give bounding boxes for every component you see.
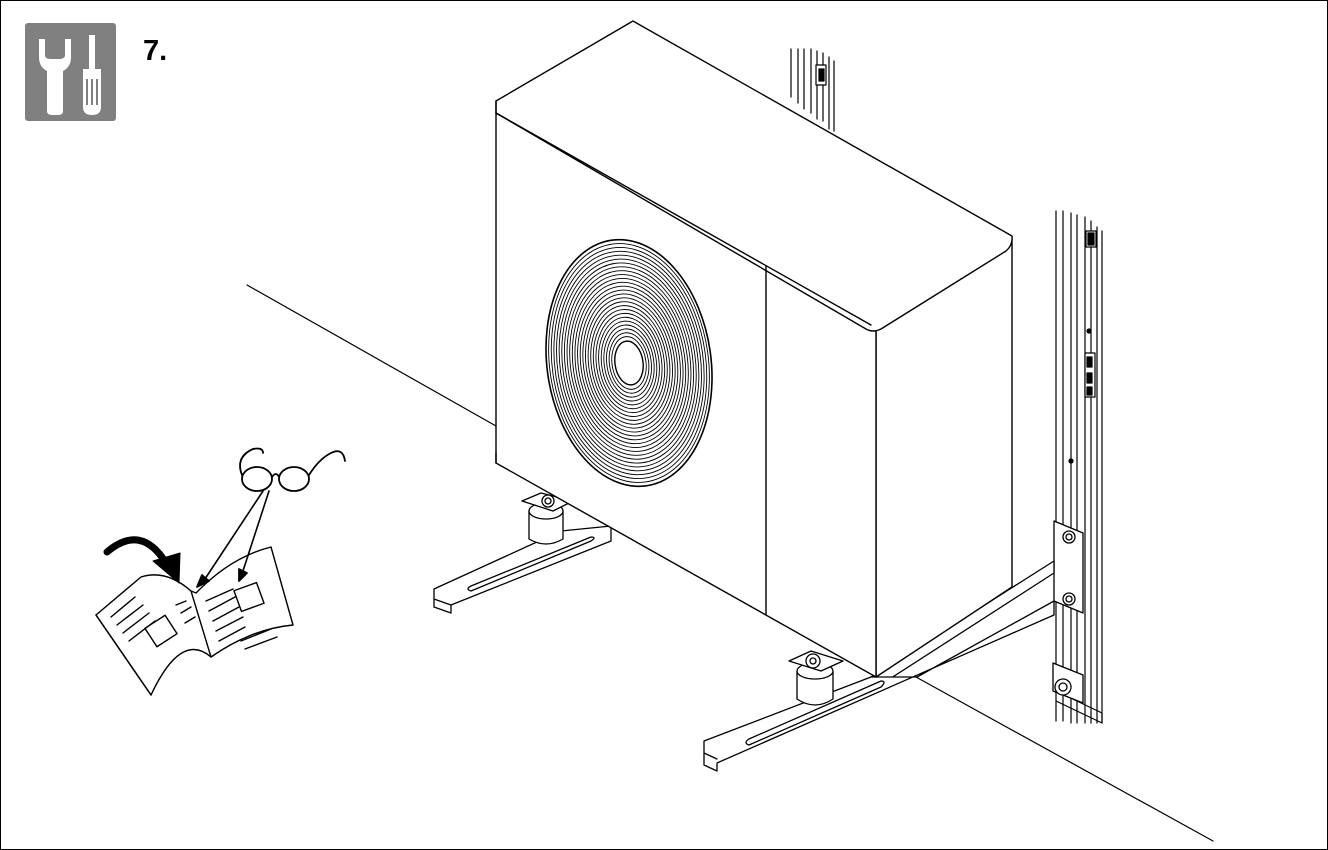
wall-rail-rear xyxy=(790,48,835,132)
wall-bracket-upper xyxy=(433,525,612,614)
grille-ring xyxy=(571,278,687,448)
step-number: 7. xyxy=(143,35,168,67)
grille-ring xyxy=(553,250,705,476)
grille-ring xyxy=(595,312,663,414)
grille-ring xyxy=(592,309,666,417)
wall-rail-front xyxy=(1055,210,1103,724)
grille-ring xyxy=(548,243,710,483)
vibration-dampers xyxy=(521,492,844,706)
grille-ring xyxy=(582,293,676,433)
grille-ring xyxy=(600,320,658,406)
grille-ring xyxy=(566,270,692,456)
grille-ring xyxy=(606,328,652,398)
grille-ring xyxy=(608,332,650,394)
grille-ring xyxy=(603,324,655,402)
grille-ring xyxy=(550,246,708,480)
grille-ring xyxy=(587,301,671,425)
grille-ring xyxy=(561,262,697,464)
grille-ring xyxy=(611,336,647,390)
reading-glasses-icon xyxy=(196,447,346,588)
grille-ring xyxy=(598,316,660,410)
fan-hub xyxy=(614,340,644,386)
curved-arrow-icon xyxy=(103,536,181,584)
grille-ring xyxy=(545,238,713,488)
grille-ring xyxy=(590,305,668,421)
open-manual-icon xyxy=(95,546,294,696)
wrench-screwdriver-icon xyxy=(39,35,101,115)
grille-ring xyxy=(577,285,681,441)
grille-ring xyxy=(563,266,695,460)
fan-grille xyxy=(545,238,713,488)
grille-ring xyxy=(579,289,679,437)
wall-bracket-lower xyxy=(703,520,1084,772)
grille-ring xyxy=(585,297,673,429)
tools-badge xyxy=(25,23,116,121)
heat-pump-unit xyxy=(495,20,1013,678)
grille-ring xyxy=(558,258,700,468)
wall-floor-edge xyxy=(246,284,1214,842)
grille-ring xyxy=(556,254,702,472)
grille-ring xyxy=(574,281,684,445)
grille-ring xyxy=(569,274,689,452)
